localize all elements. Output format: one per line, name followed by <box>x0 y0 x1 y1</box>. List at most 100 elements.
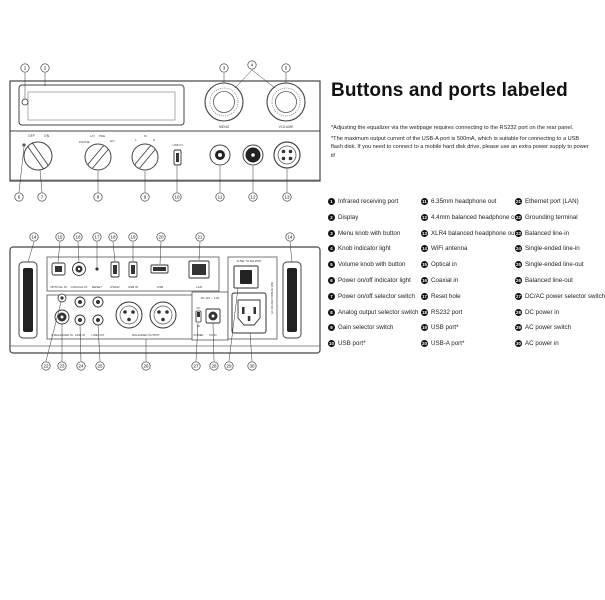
headphone-jack-6-35[interactable] <box>209 144 231 166</box>
legend-label: AC power in <box>525 340 559 348</box>
ac-power-in[interactable] <box>231 292 267 334</box>
legend-number-badge: 7 <box>328 292 335 300</box>
ac-power-switch[interactable] <box>233 265 259 289</box>
usb-a-label: USB <box>157 285 163 289</box>
notes: *Adjusting the equalizer via the webpage… <box>331 124 589 162</box>
gain-selector[interactable] <box>131 143 159 171</box>
note-equalizer: *Adjusting the equalizer via the webpage… <box>331 125 574 131</box>
legend-number-badge: 26 <box>515 277 522 284</box>
callout-5: 5 <box>281 63 291 73</box>
grounding-terminal[interactable] <box>57 293 67 303</box>
headphone-jack-4-4[interactable] <box>242 144 264 166</box>
legend-label: Display <box>338 213 359 221</box>
volume-label: VOLUME <box>279 125 294 129</box>
legend-number-badge: 24 <box>515 245 522 253</box>
power-label: POWER <box>194 333 204 337</box>
callout-23: 23 <box>57 361 67 371</box>
dc-label: DC <box>197 306 201 310</box>
legend-label: 6.35mm headphone out <box>431 198 497 205</box>
svg-text:7: 7 <box>41 195 44 200</box>
callout-9: 9 <box>140 192 150 202</box>
legend-label: Single-ended line-in <box>525 245 580 253</box>
page-title: Buttons and ports labeled <box>331 80 568 101</box>
legend-label: Grounding terminal <box>525 213 578 221</box>
dc-in-label: DC IN <box>209 333 216 337</box>
analog-output-selector[interactable] <box>84 143 112 171</box>
dc-power-in[interactable] <box>205 308 221 324</box>
svg-text:28: 28 <box>211 364 217 369</box>
coaxial-in-port[interactable] <box>72 262 86 276</box>
reset-hole[interactable] <box>95 267 99 271</box>
callout-24: 24 <box>76 361 86 371</box>
legend-number-badge: 13 <box>421 229 428 237</box>
legend-number-badge: 4 <box>328 245 335 253</box>
power-off-label: OFF <box>28 134 35 138</box>
ir-receiver <box>21 98 29 106</box>
callout-13: 13 <box>282 192 292 202</box>
svg-text:16: 16 <box>75 235 81 240</box>
callout-16: 16 <box>73 232 83 242</box>
single-ended-line-in[interactable] <box>74 296 86 326</box>
legend-number-badge: 9 <box>328 324 335 332</box>
legend-label: Knob indicator light <box>338 245 391 253</box>
legend-label: Coaxial in <box>431 277 459 284</box>
legend-label: Reset hole <box>431 292 461 300</box>
legend-number-badge: 3 <box>328 229 335 237</box>
dc-ac-selector[interactable] <box>195 310 202 323</box>
legend-label: WiFi antenna <box>431 245 468 253</box>
power-on-label: ON <box>44 134 50 138</box>
balanced-line-in[interactable] <box>54 309 70 325</box>
svg-text:3: 3 <box>223 66 226 71</box>
volume-knob[interactable] <box>266 82 306 122</box>
svg-text:25: 25 <box>97 364 103 369</box>
svg-text:10: 10 <box>174 195 180 200</box>
callout-14-right: 14 <box>285 232 295 242</box>
coaxial-label: COAXIAL IN <box>71 285 88 289</box>
legend-label: AC power switch <box>525 324 572 332</box>
legend-label: Analog output selector switch <box>338 308 419 316</box>
callout-2: 2 <box>40 63 50 73</box>
headphone-jack-xlr4[interactable] <box>273 141 301 169</box>
balanced-line-out[interactable] <box>115 301 177 329</box>
legend-number-badge: 23 <box>515 229 522 237</box>
svg-text:6: 6 <box>18 195 21 200</box>
single-ended-line-out[interactable] <box>92 296 104 326</box>
dc-rating-label: DC 12V ⎓ 2.5A <box>201 296 220 300</box>
svg-text:26: 26 <box>143 364 149 369</box>
callout-14-left: 14 <box>29 232 39 242</box>
legend-number-badge: 21 <box>515 198 522 205</box>
svg-text:18: 18 <box>110 235 116 240</box>
legend-label: Balanced line-in <box>525 229 570 237</box>
legend-label: Single-ended line-out <box>525 261 584 269</box>
legend-label: USB-A port* <box>431 340 465 348</box>
legend-number-badge: 18 <box>421 308 428 316</box>
ac-rating-label: AC 100-240V 50/60Hz 30W <box>270 281 274 314</box>
svg-text:22: 22 <box>43 364 49 369</box>
menu-knob[interactable] <box>204 82 244 122</box>
callout-25: 25 <box>95 361 105 371</box>
power-switch[interactable] <box>23 141 53 171</box>
svg-text:9: 9 <box>144 195 147 200</box>
legend-number-badge: 15 <box>421 261 428 269</box>
callout-3: 3 <box>219 63 229 73</box>
callout-28: 28 <box>209 361 219 371</box>
legend-number-badge: 16 <box>421 277 428 284</box>
legend-number-badge: 5 <box>328 261 335 269</box>
legend-number-badge: 19 <box>421 324 428 332</box>
